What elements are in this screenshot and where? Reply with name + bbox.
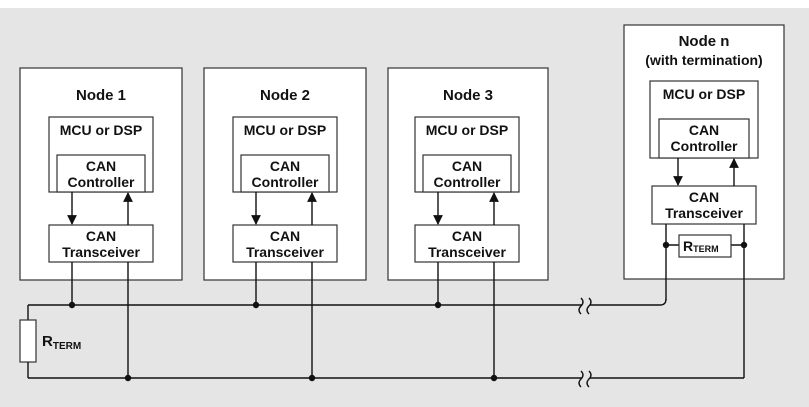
- node-2-controller-line1: CAN: [270, 158, 300, 174]
- node-1-canl-junction: [124, 374, 132, 382]
- node-2-title: Node 2: [260, 87, 310, 104]
- node-n-rterm-sub: TERM: [693, 244, 719, 254]
- canl-break-mark-1: [578, 370, 584, 388]
- node-2-mcu-label: MCU or DSP: [244, 122, 326, 138]
- node-1-canh-junction: [68, 301, 76, 309]
- node-n-rterm-main: R: [683, 238, 693, 254]
- node-n-transceiver-box: [651, 185, 757, 225]
- node-1-title: Node 1: [76, 87, 126, 104]
- node-3: Node 3 MCU or DSP CAN Controller CAN Tra…: [387, 67, 549, 281]
- bus-rterm-sub: TERM: [53, 341, 81, 352]
- node-1: Node 1 MCU or DSP CAN Controller CAN Tra…: [19, 67, 183, 281]
- node-n-title: Node n: [679, 33, 730, 50]
- node-n-mcu-label: MCU or DSP: [663, 86, 745, 102]
- node-2-transceiver-box: [232, 224, 338, 263]
- node-3-controller-line1: CAN: [452, 158, 482, 174]
- canh-corner: [659, 298, 667, 306]
- node-n-rterm-box: [678, 234, 732, 258]
- node-3-title: Node 3: [443, 87, 493, 104]
- can-bus: RTERM: [19, 297, 744, 388]
- node-n-controller-line2: Controller: [671, 138, 738, 154]
- bus-rterm-main: R: [42, 333, 53, 350]
- node-2-canl-junction: [308, 374, 316, 382]
- node-1-transceiver-line2: Transceiver: [62, 244, 140, 260]
- canl-break-mark-2: [586, 370, 592, 388]
- node-n-transceiver-line1: CAN: [689, 189, 719, 205]
- node-3-canh-junction: [434, 301, 442, 309]
- canh-break-mark-2: [586, 297, 592, 315]
- node-n-rterm-label: RTERM: [683, 238, 719, 254]
- node-n-rterm-junction-right: [740, 241, 748, 249]
- node-3-canl-junction: [490, 374, 498, 382]
- node-2-transceiver-line1: CAN: [270, 228, 300, 244]
- node-1-mcu-label: MCU or DSP: [60, 122, 142, 138]
- node-n-controller-box: [658, 118, 750, 159]
- node-3-transceiver-line2: Transceiver: [428, 244, 506, 260]
- node-3-transceiver-box: [414, 224, 520, 263]
- node-connections: [68, 262, 498, 382]
- node-1-controller-line2: Controller: [68, 174, 135, 190]
- node-n-subtitle: (with termination): [645, 52, 762, 68]
- bus-rterm-body: [19, 319, 37, 363]
- node-3-controller-line2: Controller: [434, 174, 501, 190]
- node-n: Node n (with termination) MCU or DSP CAN…: [623, 24, 785, 378]
- node-3-mcu-label: MCU or DSP: [426, 122, 508, 138]
- node-2-controller-box: [240, 154, 330, 193]
- node-1-transceiver-box: [48, 224, 154, 263]
- node-1-controller-box: [56, 154, 146, 193]
- node-2-transceiver-line2: Transceiver: [246, 244, 324, 260]
- bus-rterm-label: RTERM: [42, 333, 81, 352]
- node-n-controller-line1: CAN: [689, 122, 719, 138]
- canh-break-mark-1: [578, 297, 584, 315]
- node-3-transceiver-line1: CAN: [452, 228, 482, 244]
- node-2: Node 2 MCU or DSP CAN Controller CAN Tra…: [203, 67, 367, 281]
- node-2-controller-line2: Controller: [252, 174, 319, 190]
- node-3-controller-box: [422, 154, 512, 193]
- node-1-controller-line1: CAN: [86, 158, 116, 174]
- node-n-transceiver-line2: Transceiver: [665, 205, 743, 221]
- node-1-transceiver-line1: CAN: [86, 228, 116, 244]
- node-2-canh-junction: [252, 301, 260, 309]
- node-n-rterm-junction-left: [662, 241, 670, 249]
